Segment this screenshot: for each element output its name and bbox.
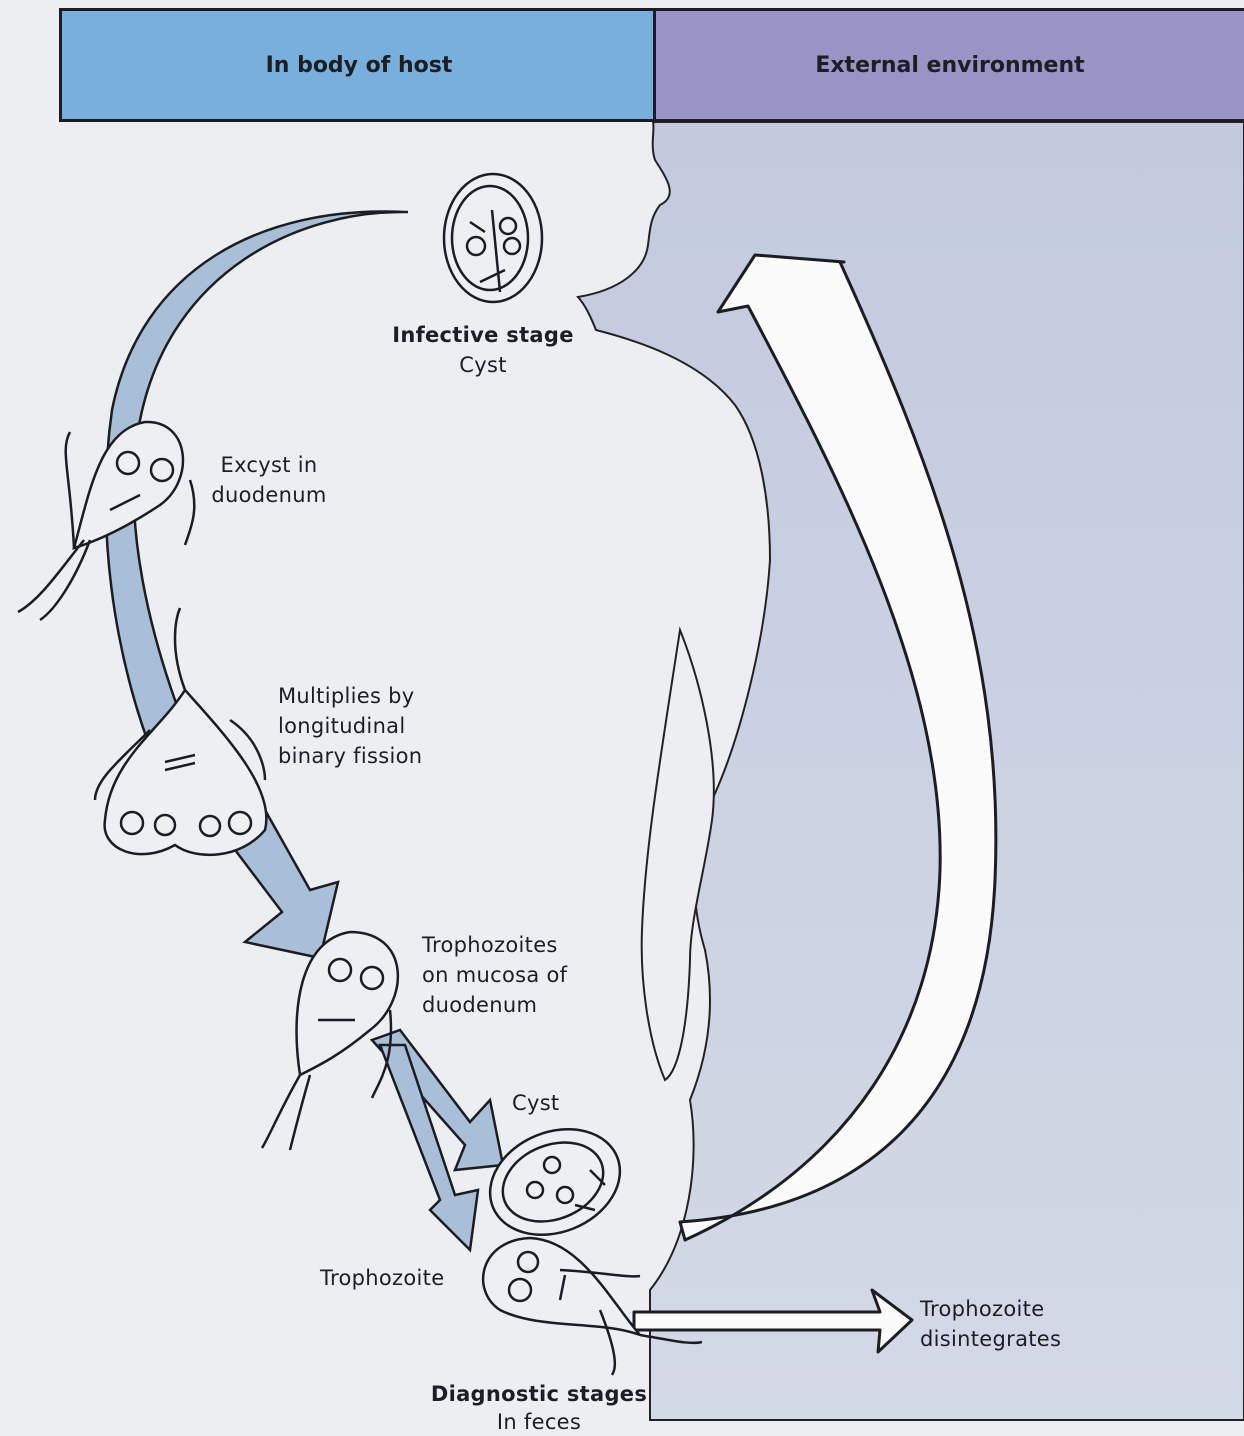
diagnostic-sub: In feces: [425, 1408, 653, 1436]
excyst-label: Excyst in duodenum: [195, 450, 343, 510]
cyst-label: Cyst: [512, 1088, 559, 1118]
external-header-label: External environment: [815, 53, 1084, 78]
disintegrates-label: Trophozoite disintegrates: [920, 1294, 1090, 1354]
trophozoite-label-text: Trophozoite: [320, 1266, 444, 1290]
diagnostic-label: Diagnostic stages In feces: [425, 1380, 653, 1436]
arm-outline: [642, 630, 714, 1080]
multiplies-line3: binary fission: [278, 741, 458, 771]
host-header: In body of host: [59, 8, 656, 122]
disintegrates-line1: Trophozoite: [920, 1294, 1090, 1324]
excyst-line1: Excyst in: [195, 450, 343, 480]
diagnostic-cyst-drawing: [474, 1111, 636, 1254]
infective-stage-sub: Cyst: [388, 350, 578, 380]
disintegrates-line2: disintegrates: [920, 1324, 1090, 1354]
trophozoites-label: Trophozoites on mucosa of duodenum: [422, 930, 602, 1020]
trophozoites-line1: Trophozoites: [422, 930, 602, 960]
infective-stage-label: Infective stage Cyst: [388, 320, 578, 380]
trophozoite-label: Trophozoite: [320, 1263, 444, 1293]
cyst-label-text: Cyst: [512, 1091, 559, 1115]
host-header-label: In body of host: [266, 53, 453, 78]
infective-stage-title: Infective stage: [388, 320, 578, 350]
trophozoites-line2: on mucosa of: [422, 960, 602, 990]
trophozoites-line3: duodenum: [422, 990, 602, 1020]
multiplies-line1: Multiplies by: [278, 681, 458, 711]
excyst-trophozoite-drawing: [18, 422, 194, 620]
infective-cyst-drawing: [444, 174, 542, 302]
excyst-line2: duodenum: [195, 480, 343, 510]
multiplies-label: Multiplies by longitudinal binary fissio…: [278, 681, 458, 771]
external-header: External environment: [653, 8, 1244, 122]
diagnostic-title: Diagnostic stages: [425, 1380, 653, 1408]
multiplies-line2: longitudinal: [278, 711, 458, 741]
